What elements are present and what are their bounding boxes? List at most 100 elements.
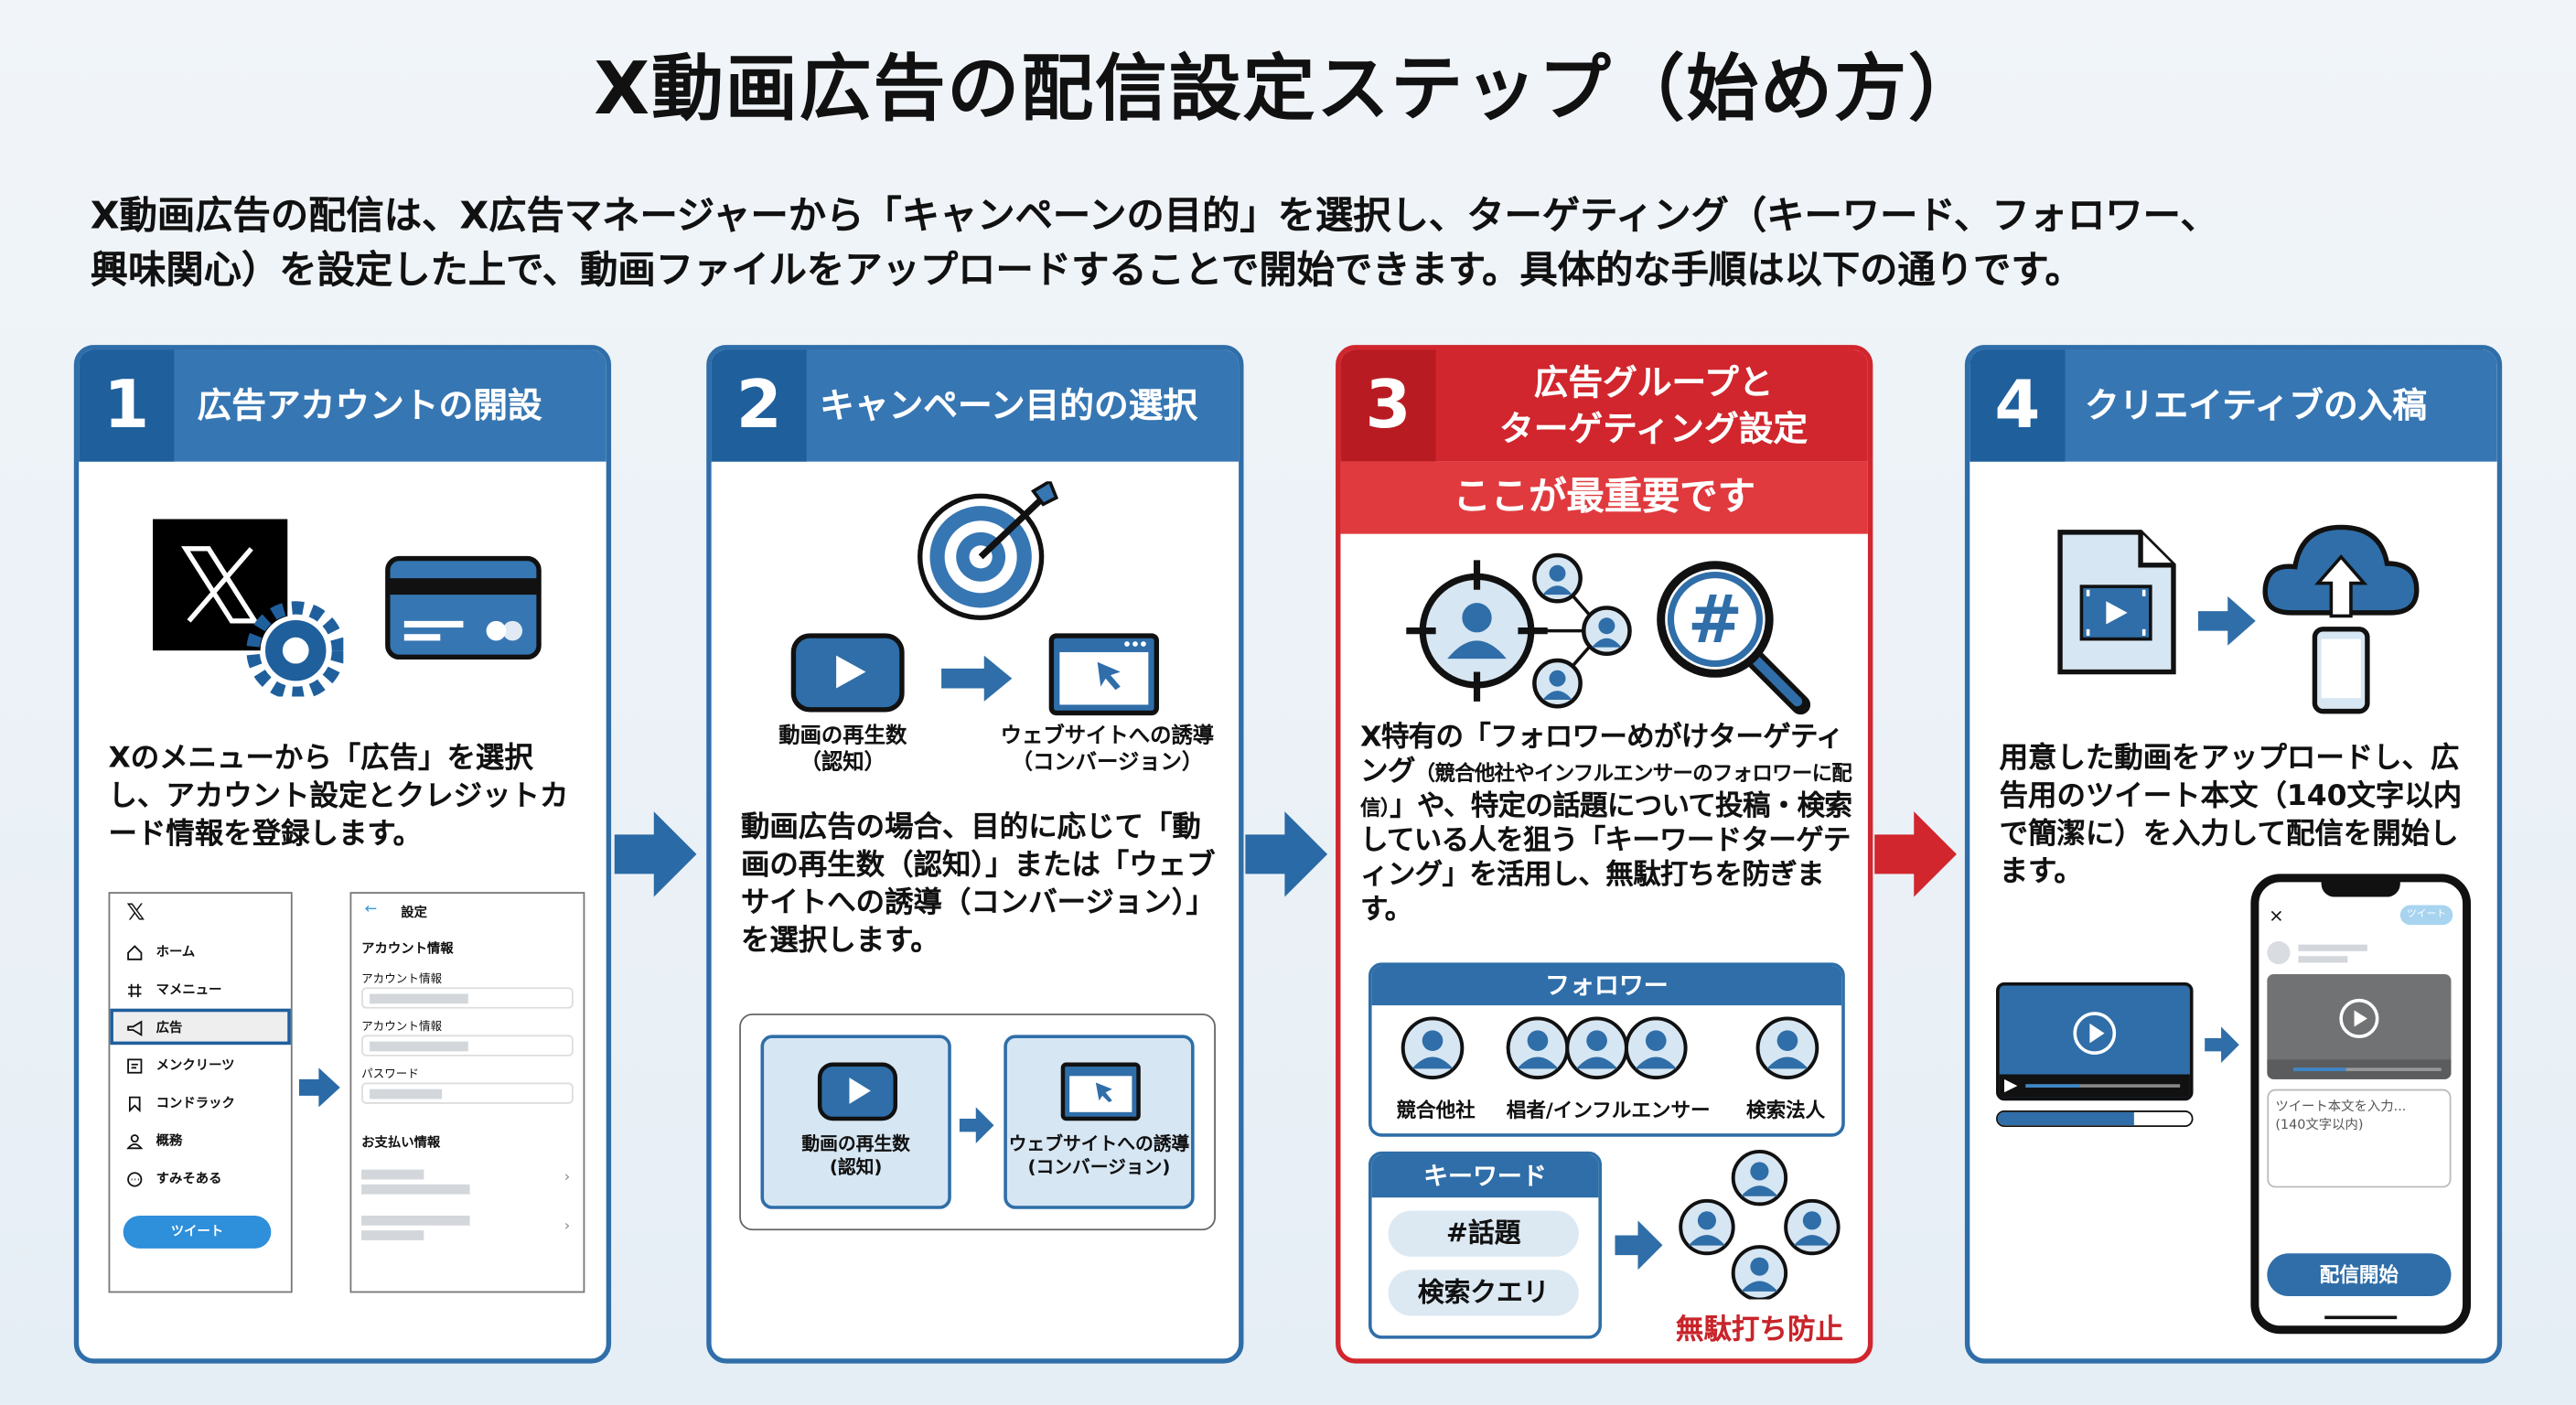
step-arrow-icon: [614, 811, 697, 897]
arrow-right-icon: [941, 655, 1013, 702]
person-avatar-icon: [1731, 1245, 1788, 1300]
video-file-icon: [2057, 530, 2176, 675]
follower-label: 検索法人: [1746, 1099, 1826, 1122]
step-arrow-icon: [1245, 811, 1328, 897]
video-controls: [1999, 1074, 2190, 1098]
target-person-icon: [1406, 560, 1548, 702]
tweet-button[interactable]: ツイート: [123, 1215, 272, 1249]
video-seek-bar[interactable]: [2025, 1084, 2181, 1088]
video-play-icon: [817, 1062, 898, 1121]
field-label: パスワード: [361, 1067, 419, 1081]
follower-label: 椙者/インフルエンサー: [1506, 1099, 1711, 1122]
step-4-header: 4 クリエイティブの入稿: [1970, 349, 2497, 462]
account-section-title: アカウント情報: [361, 941, 454, 957]
objective-label-awareness: 動画の再生数（認知）: [778, 724, 907, 776]
step-2-panel: 2 キャンペーン目的の選択 動画の再生数（認知） ウェブサイトへの誘導（コンバー…: [706, 345, 1244, 1364]
target-icon: [918, 481, 1059, 620]
account-field-2[interactable]: [361, 1035, 574, 1056]
step-title: クリエイティブの入稿: [2084, 386, 2428, 426]
keyword-chip: #話題: [1388, 1210, 1579, 1257]
password-field[interactable]: [361, 1082, 574, 1104]
menu-item-profile[interactable]: 概務: [126, 1132, 182, 1150]
menu-item-bookmarks[interactable]: コンドラック: [126, 1094, 235, 1112]
video-seek-bar[interactable]: [2293, 1067, 2442, 1071]
avatar: [2267, 941, 2291, 965]
keyword-targeting-box: キーワード #話題 検索クエリ: [1368, 1151, 1603, 1339]
credit-card-icon: [385, 555, 542, 660]
phone-mockup: × ツイート ツイート本文を入力...(140文字以内) 配信開始: [2250, 874, 2472, 1335]
follower-targeting-box: フォロワー 競合他社 椙者/インフルエンサー 検索法人: [1368, 962, 1845, 1137]
step-1-panel: 1 広告アカウントの開設 Xのメニューから「広告」を選択し、アカウント設定とクレ…: [73, 345, 612, 1364]
phone-notch: [2321, 880, 2400, 897]
play-icon[interactable]: [2003, 1078, 2018, 1093]
step-3-panel: 3 広告グループとターゲティング設定 ここが最重要です # X特有の「フォロワー…: [1336, 345, 1873, 1364]
page-title: X動画広告の配信設定ステップ（始め方）: [594, 48, 1982, 132]
account-field-1[interactable]: [361, 987, 574, 1009]
step-3-description: X特有の「フォロワーめがけターゲティング（競合他社やインフルエンサーのフォロワー…: [1360, 721, 1852, 927]
x-menu-mockup: 𝕏 ホーム マメニュー 広告 メンクリーツ コンドラック 概務 すみそある ツイ…: [108, 892, 293, 1293]
bookmark-icon: [128, 1095, 141, 1111]
arrow-right-icon: [2197, 595, 2256, 646]
waste-prevention-label: 無駄打ち防止: [1675, 1314, 1843, 1347]
video-play-icon: [790, 633, 905, 713]
arrow-right-icon: [298, 1067, 340, 1108]
browser-cursor-icon: [1048, 633, 1160, 716]
follower-label: 競合他社: [1396, 1099, 1476, 1122]
upload-progress-bar: [1996, 1110, 2194, 1127]
objective-selection-box: 動画の再生数(認知) ウェブサイトへの誘導(コンバージョン): [739, 1014, 1216, 1231]
browser-cursor-icon: [1060, 1062, 1141, 1121]
start-delivery-button[interactable]: 配信開始: [2267, 1253, 2452, 1296]
tweet-video-preview[interactable]: [2267, 973, 2452, 1079]
step-title: キャンペーン目的の選択: [820, 386, 1198, 426]
video-preview[interactable]: [1996, 981, 2194, 1101]
most-important-banner: ここが最重要です: [1340, 461, 1868, 534]
field-label: アカウント情報: [361, 1020, 443, 1034]
step-arrow-red-icon: [1874, 811, 1957, 897]
keyword-chip: 検索クエリ: [1388, 1270, 1579, 1316]
objective-card-awareness[interactable]: 動画の再生数(認知): [760, 1035, 951, 1209]
menu-item-explore[interactable]: マメニュー: [126, 981, 221, 999]
person-icon: [126, 1133, 144, 1149]
more-icon: [127, 1171, 143, 1186]
objective-card-conversion[interactable]: ウェブサイトへの誘導(コンバージョン): [1004, 1035, 1195, 1209]
x-logo-gear-icon: [153, 519, 344, 697]
play-circle-icon[interactable]: [2070, 1009, 2120, 1058]
follower-avatars: [1401, 1016, 1819, 1080]
list-icon: [127, 1057, 143, 1073]
step-title: 広告グループとターゲティング設定: [1498, 362, 1809, 449]
menu-item-ads[interactable]: 広告: [126, 1018, 182, 1036]
x-logo: 𝕏: [126, 900, 145, 927]
step-number: 2: [711, 349, 807, 462]
hash-icon: [128, 982, 142, 997]
menu-item-home[interactable]: ホーム: [126, 943, 195, 961]
close-icon[interactable]: ×: [2269, 905, 2284, 927]
hashtag-search-icon: #: [1657, 561, 1811, 715]
menu-item-lists[interactable]: メンクリーツ: [126, 1056, 235, 1075]
network-people-icon: [1532, 552, 1632, 709]
follower-box-title: フォロワー: [1371, 965, 1842, 1006]
menu-item-more[interactable]: すみそある: [126, 1170, 221, 1188]
person-avatar-icon: [1624, 1016, 1688, 1080]
back-arrow-icon[interactable]: ←: [364, 901, 378, 918]
step-4-panel: 4 クリエイティブの入稿 用意した動画をアップロードし、広告用のツイート本文（1…: [1964, 345, 2503, 1364]
field-label: アカウント情報: [361, 972, 443, 986]
play-circle-icon[interactable]: [2338, 997, 2381, 1040]
audience-group-icon: [1679, 1149, 1841, 1300]
intro-line-1: X動画広告の配信は、X広告マネージャーから「キャンペーンの目的」を選択し、ターゲ…: [90, 195, 2218, 239]
menu-item-ads-selected[interactable]: [110, 1008, 291, 1046]
cloud-upload-phone-icon: [2262, 524, 2420, 714]
person-avatar-icon: [1784, 1198, 1841, 1256]
step-title: 広告アカウントの開設: [197, 386, 542, 426]
tweet-button[interactable]: ツイート: [2399, 905, 2453, 926]
payment-section-title: お支払い情報: [361, 1134, 441, 1151]
settings-title: 設定: [401, 905, 427, 920]
tweet-text-input[interactable]: ツイート本文を入力...(140文字以内): [2267, 1089, 2452, 1188]
person-avatar-icon: [1401, 1016, 1465, 1080]
person-avatar-icon: [1565, 1016, 1628, 1080]
keyword-box-title: キーワード: [1371, 1154, 1599, 1198]
arrow-right-icon: [1615, 1220, 1663, 1271]
settings-mockup: ← 設定 アカウント情報 アカウント情報 アカウント情報 パスワード お支払い情…: [349, 892, 585, 1293]
step-4-description: 用意した動画をアップロードし、広告用のツイート本文（140文字以内で簡潔に）を入…: [1999, 742, 2463, 889]
step-2-description: 動画広告の場合、目的に応じて「動画の再生数（認知）」または「ウェブサイトへの誘導…: [740, 811, 1216, 959]
step-2-header: 2 キャンペーン目的の選択: [711, 349, 1240, 462]
